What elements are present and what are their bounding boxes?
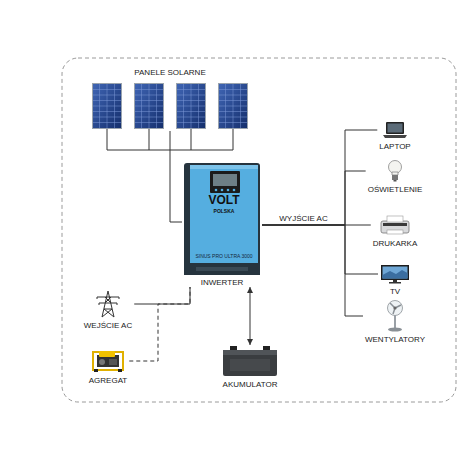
node-caption: DRUKARKA [373,239,417,248]
node-caption: LAPTOP [379,142,410,151]
wire-connector [262,225,378,274]
node-caption: PANELE SOLARNE [134,68,205,77]
node-caption: INWERTER [201,278,244,287]
solar-panels-icon [88,83,252,131]
printer-load: DRUKARKA [371,214,419,248]
pylon-icon [93,290,123,318]
printer-icon [379,214,411,236]
generator-icon [91,349,125,373]
battery-icon [222,345,278,377]
node-caption: OŚWIETLENIE [368,185,423,194]
brand-subtitle: POLSKA [214,208,235,214]
lighting-load: OŚWIETLENIE [366,160,425,194]
laptop-load: LAPTOP [377,121,412,151]
wire-connector [134,287,190,304]
wire-connector [129,287,190,361]
solar-panels: PANELE SOLARNE [86,68,254,131]
wire-connector [170,131,182,222]
brand-logo: VOLT [208,194,239,207]
node-caption: TV [390,287,400,296]
wire-connector [262,130,377,225]
tv-icon [380,264,410,284]
laptop-icon [382,121,408,139]
generator: AGREGAT [87,349,130,385]
wire-connector [262,171,366,225]
wire-connector [250,287,251,345]
edge-label: WYJŚCIE AC [278,214,328,223]
fan-load: WENTYLATORY [363,300,427,344]
fan-icon [383,300,407,332]
wire-connector [262,225,363,316]
tv-load: TV [378,264,412,296]
node-caption: AGREGAT [89,376,128,385]
grid-input: WEJŚCIE AC [82,290,134,330]
node-caption: AKUMULATOR [223,380,278,389]
battery: AKUMULATOR [220,345,280,389]
node-caption: WEJŚCIE AC [84,321,132,330]
bulb-icon [387,160,403,182]
node-caption: WENTYLATORY [365,335,425,344]
model-name: SINUS PRO ULTRA 3000 [195,253,252,259]
inverter: INWERTER [182,163,262,287]
dashed-border [62,58,456,402]
